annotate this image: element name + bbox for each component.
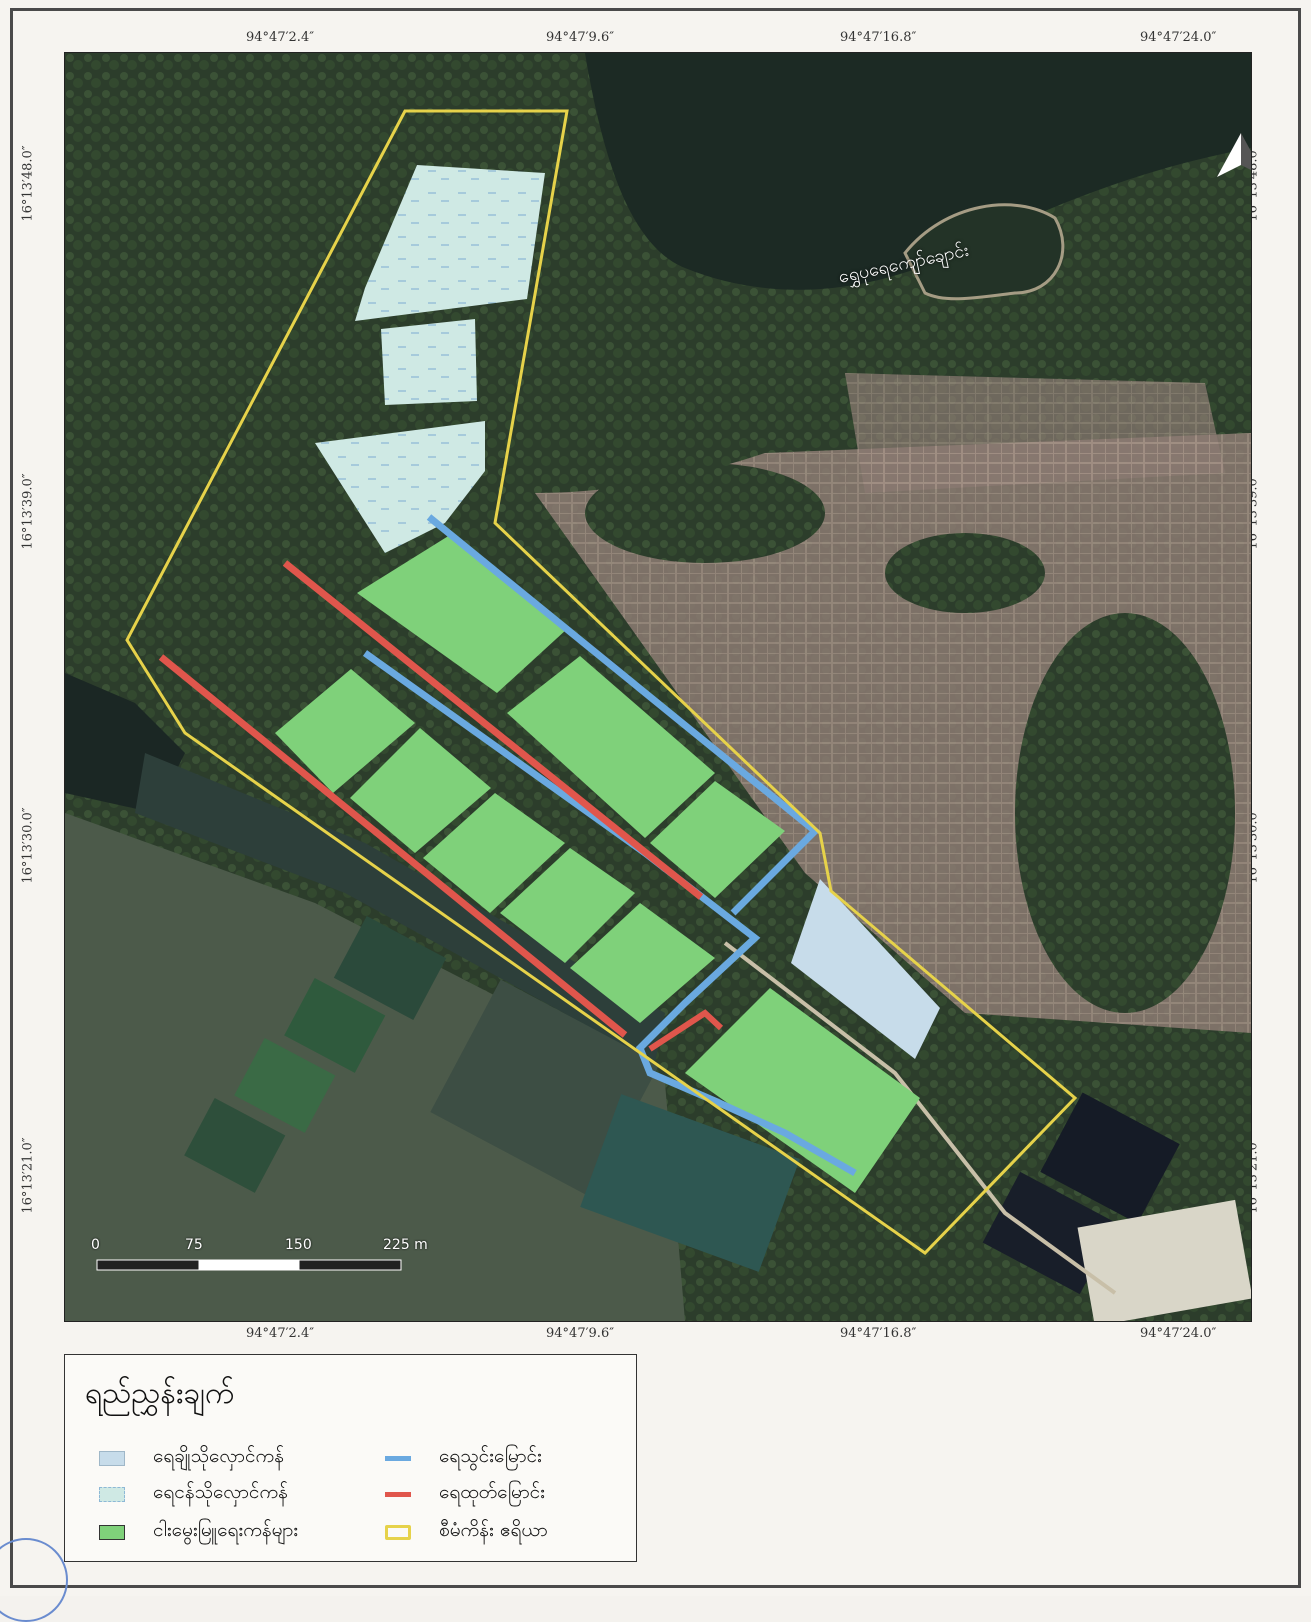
page-frame: [10, 8, 1301, 1588]
scale-label-0: 0: [91, 1237, 100, 1253]
supply-canal-line-icon: [385, 1455, 411, 1461]
satellite-map: 0 75 150 225 m ရွှေပုရေကျော်ချောင်း: [64, 52, 1252, 1322]
coord-left-2: 16°13′39.0″: [20, 473, 36, 550]
dark-pond: [284, 977, 386, 1073]
drain-canal-line-icon: [385, 1491, 411, 1497]
legend-item-fish-pond: ငါးမွေးမြူရေးကန်များ: [99, 1517, 298, 1547]
coord-top-2: 94°47′9.6″: [546, 30, 615, 45]
fish-pond: [357, 535, 567, 693]
drain-canal: [282, 560, 704, 900]
project-boundary-swatch-icon: [385, 1524, 411, 1540]
black-pond: [1040, 1092, 1180, 1224]
scale-label-225: 225 m: [383, 1237, 428, 1253]
legend-item-reservoir: ရေချိုသိုလှောင်ကန်: [99, 1443, 284, 1473]
river-channel: [585, 53, 1251, 290]
legend-title: ရည်ညွှန်းချက်: [85, 1376, 235, 1411]
project-boundary: [125, 109, 1078, 1255]
fish-pond: [350, 728, 491, 853]
forest-patch: [1015, 613, 1235, 1013]
coord-left-4: 16°13′21.0″: [20, 1137, 36, 1214]
fish-pond: [423, 793, 565, 913]
coord-bottom-4: 94°47′24.0″: [1140, 1326, 1217, 1341]
coord-top-4: 94°47′24.0″: [1140, 30, 1217, 45]
scale-label-75: 75: [185, 1237, 203, 1253]
scale-bar: [96, 1259, 402, 1271]
coord-bottom-2: 94°47′9.6″: [546, 1326, 615, 1341]
scale-label-150: 150: [285, 1237, 312, 1253]
bright-field: [1077, 1199, 1251, 1321]
freshwater-reservoir: [791, 879, 940, 1059]
forest-patch: [885, 533, 1045, 613]
dark-pond: [430, 979, 660, 1197]
fish-pond: [500, 848, 635, 963]
legend-label-reservoir: ရေချိုသိုလှောင်ကန်: [153, 1445, 284, 1467]
fish-pond-swatch-icon: [99, 1524, 125, 1540]
settling-pond: [355, 165, 545, 321]
fish-pond: [685, 988, 920, 1193]
black-pond: [982, 1171, 1118, 1295]
coord-bottom-1: 94°47′2.4″: [246, 1326, 315, 1341]
fish-pond: [570, 903, 715, 1023]
drain-canal: [158, 654, 628, 1038]
legend-label-fish-pond: ငါးမွေးမြူရေးကန်များ: [153, 1519, 299, 1541]
legend: ရည်ညွှန်းချက် ရေချိုသိုလှောင်ကန် ရေငန်သိ…: [64, 1354, 637, 1562]
farmland-north: [845, 373, 1225, 493]
fish-pond: [507, 656, 715, 838]
road: [723, 941, 1117, 1295]
hill-lake: [903, 203, 1065, 301]
fish-pond: [650, 781, 785, 898]
north-arrow-icon: [1211, 131, 1251, 183]
legend-item-supply-canal: ရေသွင်းမြောင်း: [385, 1443, 542, 1473]
legend-label-project-boundary: စီမံကိန်း ဧရိယာ: [439, 1519, 548, 1541]
dark-pond: [333, 915, 447, 1021]
dark-pond: [184, 1097, 286, 1193]
legend-label-supply-canal: ရေသွင်းမြောင်း: [439, 1445, 542, 1467]
settling-pond: [381, 319, 477, 405]
legend-label-drain-canal: ရေထုတ်မြောင်း: [439, 1481, 546, 1503]
teal-pond: [580, 1094, 800, 1272]
drain-canal: [648, 1009, 724, 1052]
reservoir-swatch-icon: [99, 1450, 125, 1466]
settling-pond: [315, 421, 485, 553]
coord-left-1: 16°13′48.0″: [20, 145, 36, 222]
creek-southwest: [135, 753, 665, 1063]
coord-left-3: 16°13′30.0″: [20, 807, 36, 884]
legend-label-settling-pond: ရေငန်သိုလှောင်ကန်: [153, 1481, 288, 1503]
legend-item-drain-canal: ရေထုတ်မြောင်း: [385, 1479, 545, 1509]
dark-pond: [234, 1037, 336, 1133]
coord-bottom-3: 94°47′16.8″: [840, 1326, 917, 1341]
map-svg: [65, 53, 1251, 1321]
forest-patch: [585, 463, 825, 563]
legend-item-project-boundary: စီမံကိန်း ဧရိယာ: [385, 1517, 548, 1547]
supply-canal: [426, 514, 821, 916]
lowland-southwest: [65, 813, 685, 1321]
settling-pond-swatch-icon: [99, 1486, 125, 1502]
coord-top-1: 94°47′2.4″: [246, 30, 315, 45]
legend-item-settling-pond: ရေငန်သိုလှောင်ကန်: [99, 1479, 288, 1509]
coord-top-3: 94°47′16.8″: [840, 30, 917, 45]
fish-pond: [275, 669, 415, 793]
